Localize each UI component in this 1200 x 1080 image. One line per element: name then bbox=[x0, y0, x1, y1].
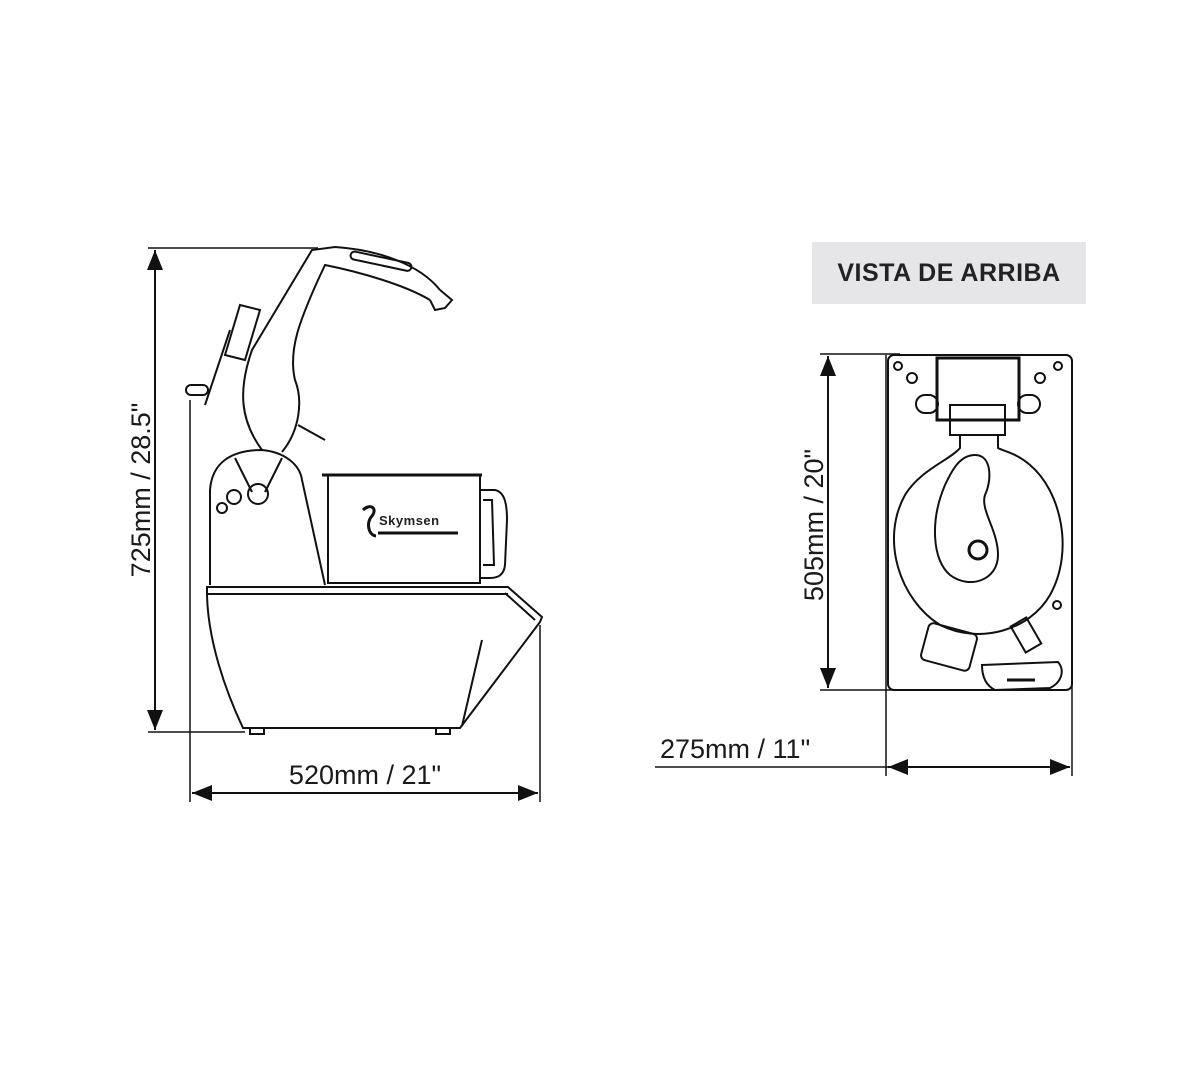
side-width-dimension bbox=[189, 400, 541, 802]
top-width-dimension bbox=[655, 355, 1073, 776]
side-height-dimension bbox=[147, 247, 318, 733]
machine-side-view bbox=[185, 245, 544, 735]
side-height-label: 725mm / 28.5" bbox=[126, 403, 156, 578]
brand-logo-text: Skymsen bbox=[379, 513, 440, 528]
top-view-title: VISTA DE ARRIBA bbox=[812, 242, 1086, 304]
machine-top-view bbox=[887, 354, 1073, 692]
side-width-label: 520mm / 21" bbox=[289, 760, 441, 790]
top-width-label: 275mm / 11" bbox=[660, 734, 810, 764]
top-depth-label: 505mm / 20" bbox=[799, 449, 829, 601]
brand-logo: Skymsen bbox=[361, 505, 458, 538]
